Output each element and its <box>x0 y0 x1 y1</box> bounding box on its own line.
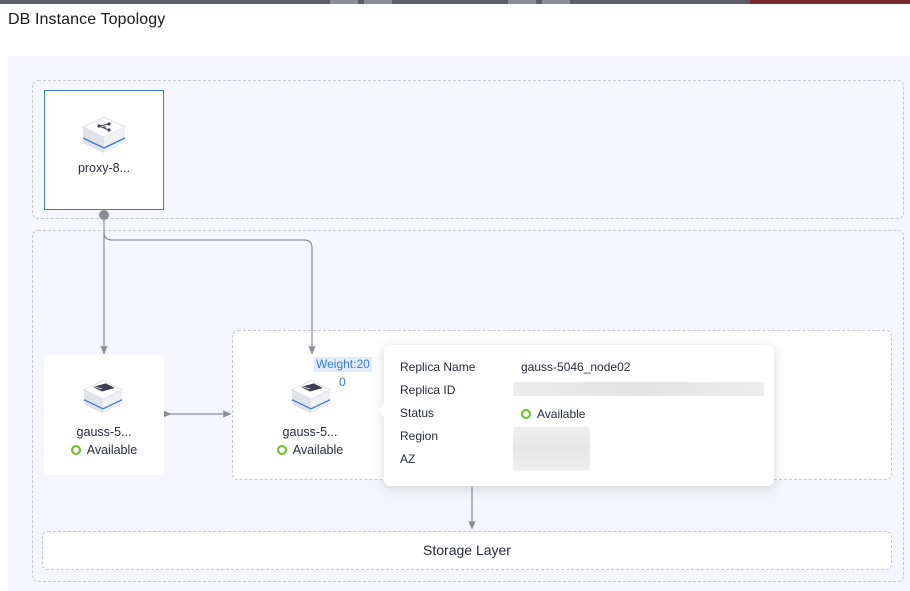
status-available-icon <box>70 445 81 455</box>
replica-id-value-redacted <box>513 382 764 396</box>
replica-name-label: Replica Name <box>400 360 476 374</box>
database-zone <box>32 230 904 582</box>
replica-node-status: Available <box>250 443 370 457</box>
database-node-icon <box>291 380 331 414</box>
toolbar-tab-mark <box>330 0 358 4</box>
replica-name-value: gauss-5046_node02 <box>521 360 631 374</box>
region-az-value-redacted <box>513 427 590 471</box>
proxy-zone <box>32 80 904 219</box>
region-label: Region <box>400 429 439 443</box>
replica-id-label: Replica ID <box>400 383 456 397</box>
toolbar-tab-mark <box>542 0 570 4</box>
replica-details-tooltip: Replica Name gauss-5046_node02 Replica I… <box>377 345 774 486</box>
replica-node[interactable]: gauss-5... Available <box>250 355 370 475</box>
window-top-strip <box>0 0 910 4</box>
status-value: Available <box>521 407 585 421</box>
toolbar-tab-mark <box>508 0 536 4</box>
status-label: Status <box>400 406 435 420</box>
replica-weight-label-wrap: 0 <box>339 375 346 389</box>
window-accent-strip <box>750 0 910 4</box>
replica-node-name: gauss-5... <box>282 425 338 439</box>
status-available-icon <box>521 409 531 419</box>
tooltip-status-text: Available <box>537 407 586 421</box>
proxy-node-icon <box>82 116 126 153</box>
proxy-node[interactable]: proxy-8... <box>44 90 164 210</box>
storage-layer: Storage Layer <box>42 531 892 570</box>
replica-status-label: Available <box>292 443 344 457</box>
proxy-node-name: proxy-8... <box>77 161 131 175</box>
az-label: AZ <box>400 452 416 466</box>
database-node-icon <box>83 380 123 414</box>
primary-node-name: gauss-5... <box>76 425 132 439</box>
tooltip-caret <box>377 403 384 417</box>
replica-weight-label[interactable]: Weight:20 <box>314 357 372 372</box>
toolbar-tab-mark <box>364 0 392 4</box>
page-title: DB Instance Topology <box>8 11 166 28</box>
primary-node-status: Available <box>44 443 164 457</box>
primary-node[interactable]: gauss-5... Available <box>44 355 164 475</box>
primary-status-label: Available <box>86 443 138 457</box>
status-available-icon <box>276 445 287 455</box>
